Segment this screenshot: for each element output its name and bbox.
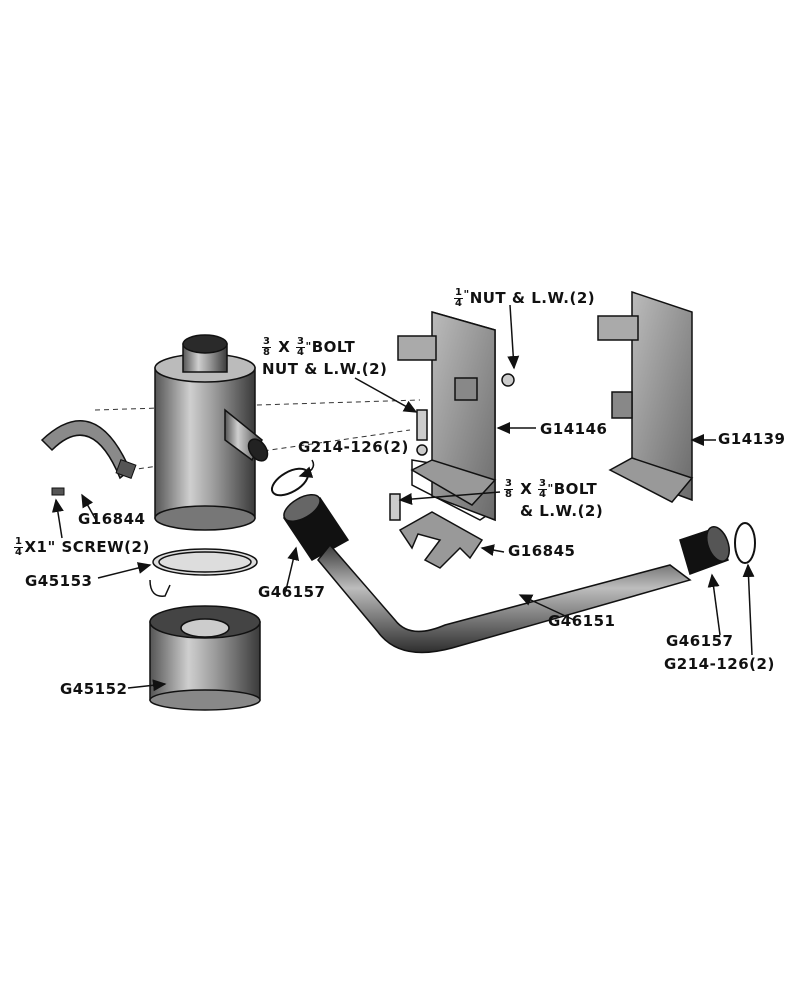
label-g46151: G46151 <box>548 612 616 630</box>
hose-g46157-left <box>282 494 350 561</box>
bolt-icon <box>389 409 428 521</box>
hose-clamp-right <box>734 522 756 564</box>
label-g45152: G45152 <box>60 680 128 698</box>
hose-g46157-right <box>679 525 730 575</box>
label-g46157-left: G46157 <box>258 583 326 601</box>
strap-g16844 <box>40 420 131 480</box>
nut-icon <box>501 373 515 387</box>
screw-icon <box>51 487 65 496</box>
label-g214-right: G214-126(2) <box>664 655 775 673</box>
nut-icon-2 <box>416 444 428 456</box>
label-g45153: G45153 <box>25 572 93 590</box>
label-g46157-right: G46157 <box>666 632 734 650</box>
bracket-g14146 <box>397 311 497 522</box>
label-g16844: G16844 <box>78 510 146 528</box>
label-g214-left: G214-126(2) <box>298 438 409 456</box>
leader-lines <box>51 304 755 692</box>
pipe-g46151 <box>317 543 692 654</box>
label-g14146: G14146 <box>540 420 608 438</box>
oil-cup-g45152 <box>149 605 261 711</box>
label-g16845: G16845 <box>508 542 576 560</box>
air-cleaner-body <box>154 334 269 531</box>
label-g14139: G14139 <box>718 430 786 448</box>
clamp-ring-g45153 <box>149 548 258 597</box>
bracket-g14139 <box>597 290 694 503</box>
bracket-g16845 <box>398 511 484 569</box>
